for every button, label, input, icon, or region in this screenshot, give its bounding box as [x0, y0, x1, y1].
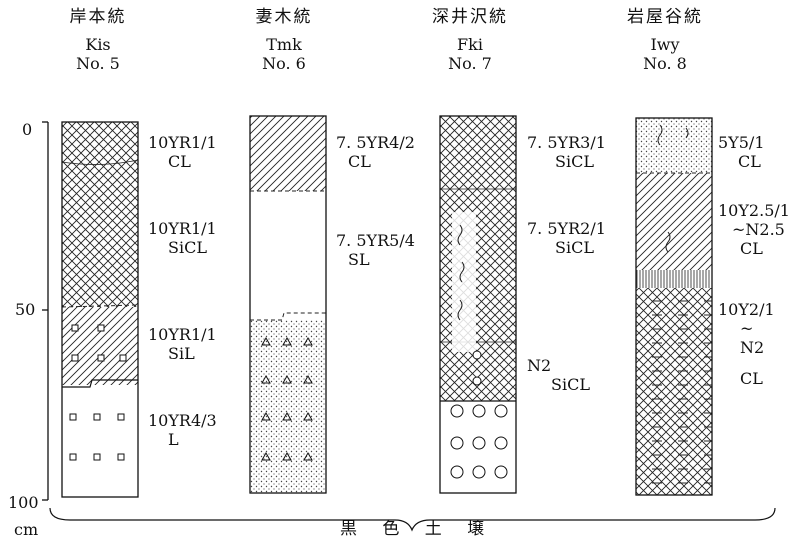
footer-caption: 黒 色 土 壌	[340, 520, 494, 539]
profile-column-6	[250, 116, 326, 493]
profile-column-5	[62, 122, 138, 497]
profile-column-7	[440, 116, 516, 493]
profile-column-8	[636, 118, 712, 495]
